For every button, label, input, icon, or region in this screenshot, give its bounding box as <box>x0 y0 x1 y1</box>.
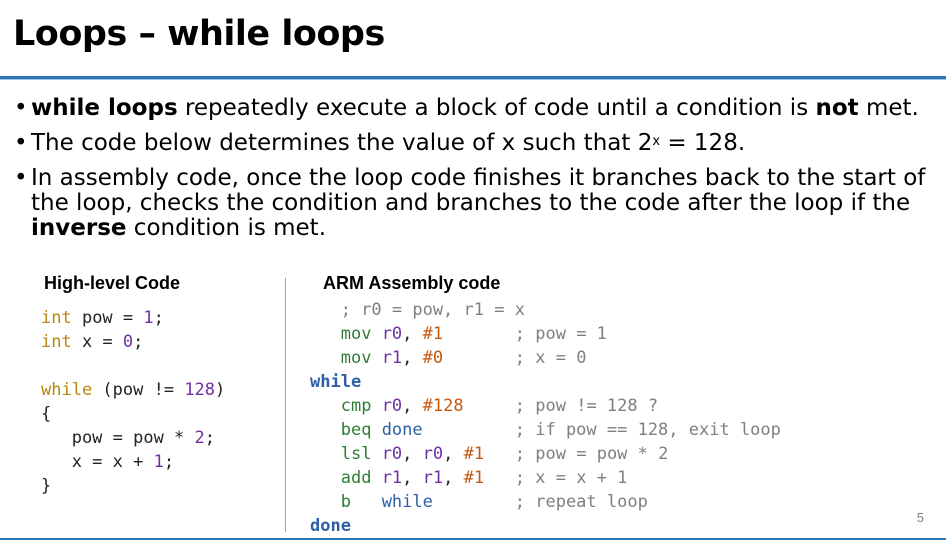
code-text: (pow != <box>92 380 185 400</box>
asm-mnemonic: mov <box>340 348 372 368</box>
asm-register: r1 <box>422 468 444 488</box>
asm-mnemonic: b <box>340 492 351 512</box>
asm-immediate: #128 <box>422 396 464 416</box>
bullet-dot: • <box>14 130 28 156</box>
high-level-code: int pow = 1; int x = 0; while (pow != 12… <box>41 308 226 496</box>
keyword-int: int <box>41 308 72 328</box>
term-while-loops: while loops <box>31 95 178 121</box>
keyword-int: int <box>41 332 72 352</box>
asm-mnemonic: add <box>340 468 372 488</box>
code-text: ) <box>215 380 226 400</box>
term-not: not <box>815 95 859 121</box>
code-comment: ; repeat loop <box>514 492 648 512</box>
bullet-text: In assembly code, once the loop code fin… <box>31 165 926 216</box>
code-brace: { <box>41 404 52 424</box>
bullet-text-tail: = 128. <box>660 130 746 156</box>
code-comment: ; x = 0 <box>514 348 587 368</box>
code-text: x = x + <box>41 452 154 472</box>
code-number: 1 <box>143 308 154 328</box>
assembly-code: ; r0 = pow, r1 = x mov r0, #1 ; pow = 1 … <box>310 300 781 536</box>
bullet-text: The code below determines the value of x… <box>31 130 653 156</box>
superscript-x: x <box>652 134 661 149</box>
code-comment: ; pow != 128 ? <box>514 396 659 416</box>
column-divider <box>285 278 286 532</box>
bullet-dot: • <box>14 165 28 191</box>
term-inverse: inverse <box>31 215 127 241</box>
asm-mnemonic: beq <box>340 420 372 440</box>
code-text: x = <box>71 332 123 352</box>
code-text: pow = <box>71 308 144 328</box>
code-number: 0 <box>122 332 134 352</box>
bullet-item-1: •while loops repeatedly execute a block … <box>14 96 939 121</box>
title-underline-light <box>0 79 946 80</box>
keyword-while: while <box>41 380 93 400</box>
asm-register: r1 <box>381 348 403 368</box>
asm-immediate: #1 <box>463 444 485 464</box>
asm-register: r1 <box>381 468 403 488</box>
asm-mnemonic: cmp <box>340 396 372 416</box>
bullet-list: •while loops repeatedly execute a block … <box>14 96 939 251</box>
bullet-dot: • <box>14 95 28 121</box>
bullet-item-3: •In assembly code, once the loop code fi… <box>14 166 939 241</box>
assembly-heading: ARM Assembly code <box>323 273 501 293</box>
asm-register: r0 <box>381 396 403 416</box>
code-comment: ; if pow == 128, exit loop <box>514 420 781 440</box>
asm-register: r0 <box>381 444 403 464</box>
asm-register: r0 <box>381 324 403 344</box>
code-number: 2 <box>194 428 205 448</box>
asm-label-ref: done <box>381 420 423 440</box>
asm-label-ref: while <box>381 492 433 512</box>
code-comment: ; r0 = pow, r1 = x <box>310 300 525 320</box>
code-comment: ; pow = pow * 2 <box>514 444 669 464</box>
bullet-item-2: •The code below determines the value of … <box>14 131 939 156</box>
title-underline <box>0 76 946 79</box>
asm-immediate: #1 <box>422 324 444 344</box>
bullet-text-tail: condition is met. <box>126 215 327 241</box>
high-level-heading: High-level Code <box>44 273 181 293</box>
footer-rule <box>0 538 946 540</box>
asm-register: r0 <box>422 444 444 464</box>
code-text: pow = pow * <box>41 428 195 448</box>
bullet-text: repeatedly execute a block of code until… <box>177 95 816 121</box>
code-brace: } <box>41 476 52 496</box>
bullet-text-tail: met. <box>858 95 919 121</box>
asm-immediate: #0 <box>422 348 444 368</box>
page-title: Loops – while loops <box>13 14 385 54</box>
asm-immediate: #1 <box>463 468 485 488</box>
code-comment: ; x = x + 1 <box>514 468 628 488</box>
code-number: 1 <box>153 452 164 472</box>
code-number: 128 <box>184 380 216 400</box>
page-number: 5 <box>916 510 924 525</box>
asm-mnemonic: mov <box>340 324 372 344</box>
asm-label-while: while <box>310 372 362 392</box>
asm-mnemonic: lsl <box>340 444 372 464</box>
asm-label-done: done <box>310 516 351 536</box>
code-comment: ; pow = 1 <box>514 324 607 344</box>
